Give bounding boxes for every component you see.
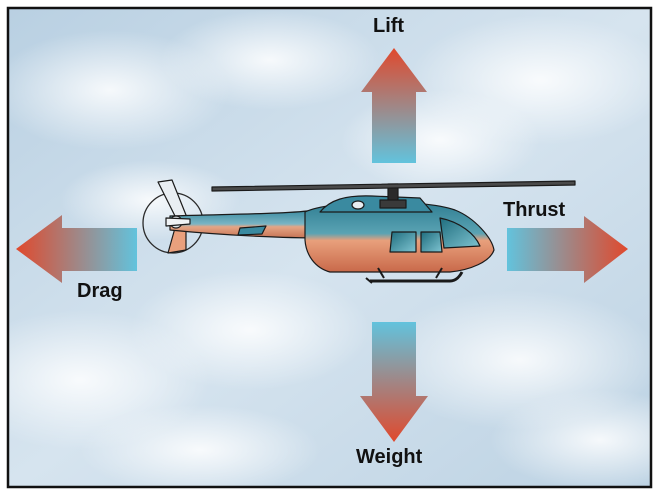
cloud-texture	[0, 10, 659, 495]
thrust-label: Thrust	[503, 199, 566, 221]
thrust-arrow	[507, 216, 628, 283]
helicopter-illustration	[142, 179, 576, 284]
drag-arrow	[16, 215, 137, 283]
lift-arrow	[361, 48, 427, 163]
frame-border	[6, 6, 653, 489]
weight-arrow	[360, 322, 428, 442]
drag-label: Drag	[77, 280, 123, 302]
lift-label: Lift	[373, 15, 405, 37]
weight-label: Weight	[356, 446, 423, 468]
